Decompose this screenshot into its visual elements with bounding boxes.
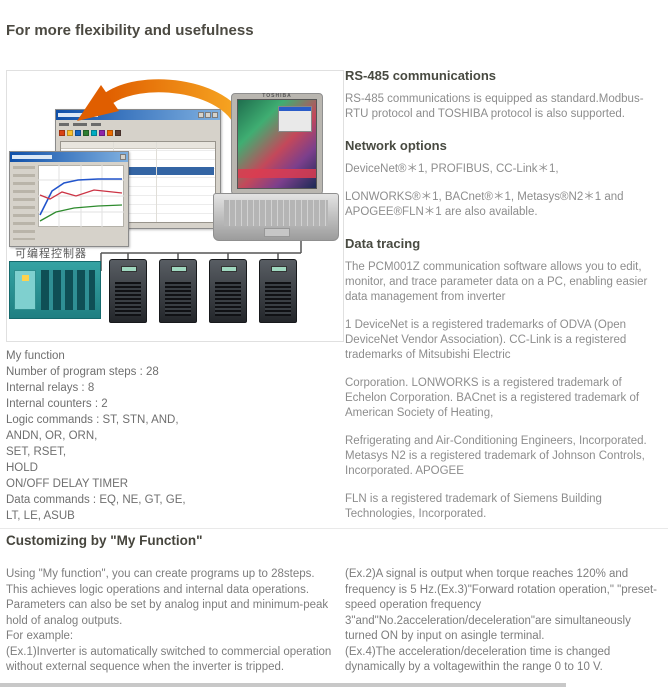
drive-display <box>121 266 137 272</box>
minimize-icon <box>198 112 204 118</box>
page-title: For more flexibility and usefulness <box>6 22 254 39</box>
customizing-left-column: Using "My function", you can create prog… <box>6 567 338 676</box>
section-heading-network-options: Network options <box>345 138 447 153</box>
section-paragraph: DeviceNet®＊1, PROFIBUS, CC-Link＊1, <box>345 163 559 175</box>
laptop-illustration: TOSHIBA <box>213 93 339 243</box>
onscreen-window <box>278 106 312 132</box>
section-divider <box>0 528 668 529</box>
toolbar-icon <box>75 130 81 136</box>
drive-heatsink <box>215 282 241 316</box>
laptop-display <box>237 99 317 189</box>
drive-display <box>221 266 237 272</box>
section-paragraph: LONWORKS®＊1, BACnet®＊1, Metasys®N2＊1 and… <box>345 191 624 218</box>
section-paragraph: Refrigerating and Air-Conditioning Engin… <box>345 435 647 477</box>
toolbar-icon <box>107 130 113 136</box>
drive-display <box>271 266 287 272</box>
window-titlebar <box>10 152 128 162</box>
section-heading-data-tracing: Data tracing <box>345 236 421 251</box>
right-column: RS-485 communications RS-485 communicati… <box>345 68 661 535</box>
system-diagram: TOSHIBA 可编程控制器 <box>6 70 344 342</box>
customizing-heading: Customizing by "My Function" <box>6 533 203 548</box>
customizing-right-column: (Ex.2)A signal is output when torque rea… <box>345 567 663 676</box>
spec-line: HOLD <box>6 462 38 474</box>
drive-heatsink <box>165 282 191 316</box>
close-icon <box>212 112 218 118</box>
customizing-paragraph: (Ex.2)A signal is output when torque rea… <box>345 568 658 642</box>
inverter-drive-3 <box>209 259 247 323</box>
toolbar-icon <box>83 130 89 136</box>
section-heading-rs485: RS-485 communications <box>345 68 496 83</box>
section-paragraph: Corporation. LONWORKS is a registered tr… <box>345 377 640 419</box>
toolbar-icon <box>67 130 73 136</box>
drive-display <box>171 266 187 272</box>
window-buttons <box>198 112 218 118</box>
spec-line: Data commands : EQ, NE, GT, GE, <box>6 494 186 506</box>
window-buttons <box>120 154 126 160</box>
plc-io-slots <box>41 270 95 310</box>
trace-value-list <box>13 166 35 240</box>
laptop-base <box>213 193 339 241</box>
toolbar-icon <box>59 130 65 136</box>
list-column-header <box>61 142 215 149</box>
network-bus-lines <box>100 241 302 271</box>
customizing-paragraph: (Ex.4)The acceleration/deceleration time… <box>345 645 611 674</box>
window-titlebar <box>56 110 220 120</box>
laptop-trackpad <box>264 228 290 237</box>
laptop-screen: TOSHIBA <box>231 93 323 195</box>
trace-chart-window <box>9 151 129 247</box>
plc-device <box>9 261 101 319</box>
spec-line: Logic commands : ST, STN, AND, <box>6 414 179 426</box>
customizing-paragraph: (Ex.1)Inverter is automatically switched… <box>6 645 332 674</box>
spec-line: My function <box>6 350 65 362</box>
drive-heatsink <box>265 282 291 316</box>
trace-plot <box>38 165 124 227</box>
spec-line: LT, LE, ASUB <box>6 510 75 522</box>
toolbar-icon <box>91 130 97 136</box>
spec-line: SET, RSET, <box>6 446 67 458</box>
spec-line: ANDN, OR, ORN, <box>6 430 98 442</box>
laptop-brand-label: TOSHIBA <box>262 93 292 99</box>
window-title-text <box>12 155 52 159</box>
menu-bar <box>56 120 220 128</box>
section-paragraph: FLN is a registered trademark of Siemens… <box>345 493 602 520</box>
inverter-drive-4 <box>259 259 297 323</box>
toolbar-icon <box>115 130 121 136</box>
trace-series-red <box>39 189 123 200</box>
customizing-paragraph: Using "My function", you can create prog… <box>6 568 329 627</box>
spec-line: Internal counters : 2 <box>6 398 108 410</box>
toolbar-icons <box>56 128 220 138</box>
section-paragraph: 1 DeviceNet is a registered trademarks o… <box>345 319 627 361</box>
spec-line: Number of program steps : 28 <box>6 366 159 378</box>
drive-heatsink <box>115 282 141 316</box>
spec-line: ON/OFF DELAY TIMER <box>6 478 129 490</box>
footer-strip <box>0 683 566 687</box>
close-icon <box>120 154 126 160</box>
trace-series-green <box>39 204 123 222</box>
section-paragraph: The PCM001Z communication software allow… <box>345 261 648 303</box>
inverter-drive-1 <box>109 259 147 323</box>
plc-label: 可编程控制器 <box>15 248 87 260</box>
window-title-text <box>58 113 98 117</box>
spec-line: Internal relays : 8 <box>6 382 95 394</box>
selected-row <box>62 167 214 175</box>
inverter-drive-2 <box>159 259 197 323</box>
maximize-icon <box>205 112 211 118</box>
trace-series-blue <box>39 178 122 216</box>
laptop-keyboard <box>224 200 328 226</box>
plc-led-indicator <box>22 275 29 281</box>
my-function-specs: My function Number of program steps : 28… <box>6 348 336 524</box>
customizing-paragraph: For example: <box>6 630 74 642</box>
toolbar-icon <box>99 130 105 136</box>
plc-cpu-module <box>14 270 36 310</box>
section-paragraph: RS-485 communications is equipped as sta… <box>345 93 644 120</box>
